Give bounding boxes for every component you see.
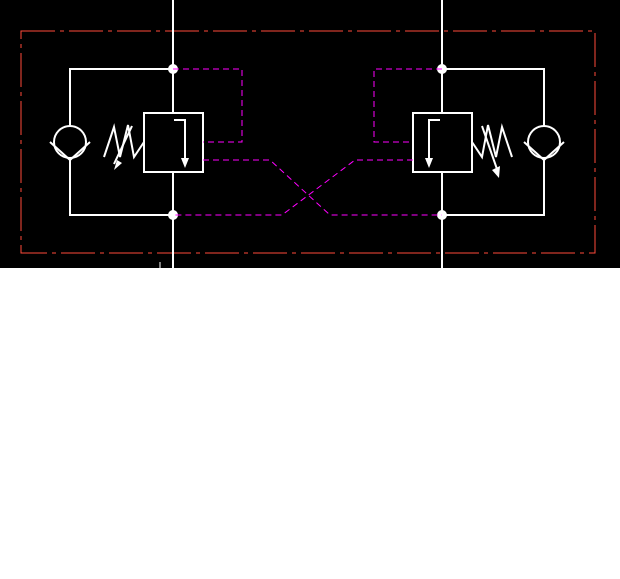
left-spring-icon [103,123,145,170]
left-check-valve [49,125,91,162]
right-relief-valve [412,112,473,173]
pilot-cross-line-a [203,159,442,216]
cad-canvas [0,0,620,268]
right-check-valve [523,125,565,162]
left-relief-valve [143,112,204,173]
right-pilot-feedback [373,68,442,143]
right-spring-icon [471,123,513,178]
pilot-cross-line-b [173,159,413,216]
enclosure-boundary [20,30,596,254]
pilot-lines [173,68,442,216]
junction-dot [168,210,178,220]
left-pilot-feedback [173,68,243,143]
